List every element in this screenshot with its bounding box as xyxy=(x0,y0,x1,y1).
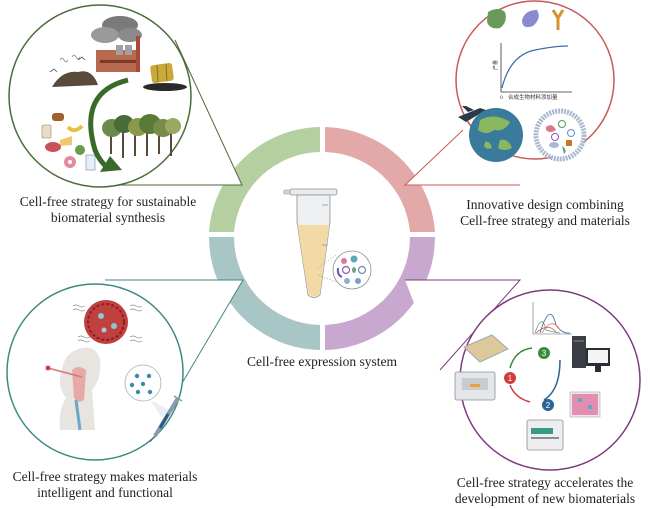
svg-text:1: 1 xyxy=(508,374,513,383)
oil-barrel-icon xyxy=(143,62,187,91)
panel-top-left xyxy=(8,4,243,188)
microplate-heatmap-icon xyxy=(569,391,601,418)
panel-top-right: 产量 0 合成生物材料添加量 xyxy=(403,0,615,186)
arrow-icon xyxy=(88,77,129,170)
chart-ylabel: 产量 xyxy=(492,60,499,70)
globe-icon xyxy=(469,108,523,162)
step-badge-1: 1 xyxy=(504,372,516,384)
panel-title-top-right: Innovative design combining Cell-free st… xyxy=(460,197,630,228)
ring-segment-bottom-left xyxy=(209,237,320,350)
nasal-swab-icon xyxy=(45,347,101,431)
svg-text:2: 2 xyxy=(546,401,551,410)
panel-bottom-right: 1 2 3 xyxy=(405,279,641,471)
center-ring xyxy=(209,127,435,350)
waste-heap-icon xyxy=(49,54,98,87)
callout-pointer xyxy=(405,279,522,371)
ring-segment-top-right xyxy=(325,127,435,232)
step-badge-2: 2 xyxy=(542,399,554,411)
chart-xlabel: 合成生物材料添加量 xyxy=(508,93,558,101)
step-badge-3: 3 xyxy=(538,347,550,359)
computer-icon xyxy=(572,336,610,372)
center-label: Cell-free expression system xyxy=(247,354,397,369)
chart-origin: 0 xyxy=(500,95,503,101)
svg-text:3: 3 xyxy=(542,349,547,358)
panel-title-bottom-left: Cell-free strategy makes materials intel… xyxy=(12,469,198,500)
ring-segment-top-left xyxy=(209,127,320,232)
forest-icon xyxy=(102,114,181,158)
liposome-icon xyxy=(533,108,587,162)
yield-chart: 产量 0 合成生物材料添加量 xyxy=(492,43,572,101)
food-waste-icon xyxy=(41,113,96,171)
panel-title-bottom-right: Cell-free strategy accelerates the devel… xyxy=(454,475,636,506)
syringe-icon xyxy=(149,395,183,443)
panel-title-top-left: Cell-free strategy for sustainable bioma… xyxy=(19,194,197,225)
callout-pointer xyxy=(403,129,520,186)
cycle-arrows-icon xyxy=(509,347,561,403)
factory-icon xyxy=(91,16,142,72)
chromatogram-icon xyxy=(532,302,572,335)
reader-icon xyxy=(526,419,564,451)
ring-segment-bottom-right xyxy=(325,237,435,350)
tube-icon xyxy=(283,188,341,298)
well-plate-icon xyxy=(463,334,509,363)
incubator-icon xyxy=(454,371,496,401)
hydrogel-icon xyxy=(72,300,143,344)
protein-icons xyxy=(487,9,565,30)
panel-bottom-left xyxy=(6,279,244,461)
nanoparticle-icon xyxy=(124,364,170,418)
airplane-icon xyxy=(458,106,486,122)
molecule-zoom-icon xyxy=(332,250,372,290)
